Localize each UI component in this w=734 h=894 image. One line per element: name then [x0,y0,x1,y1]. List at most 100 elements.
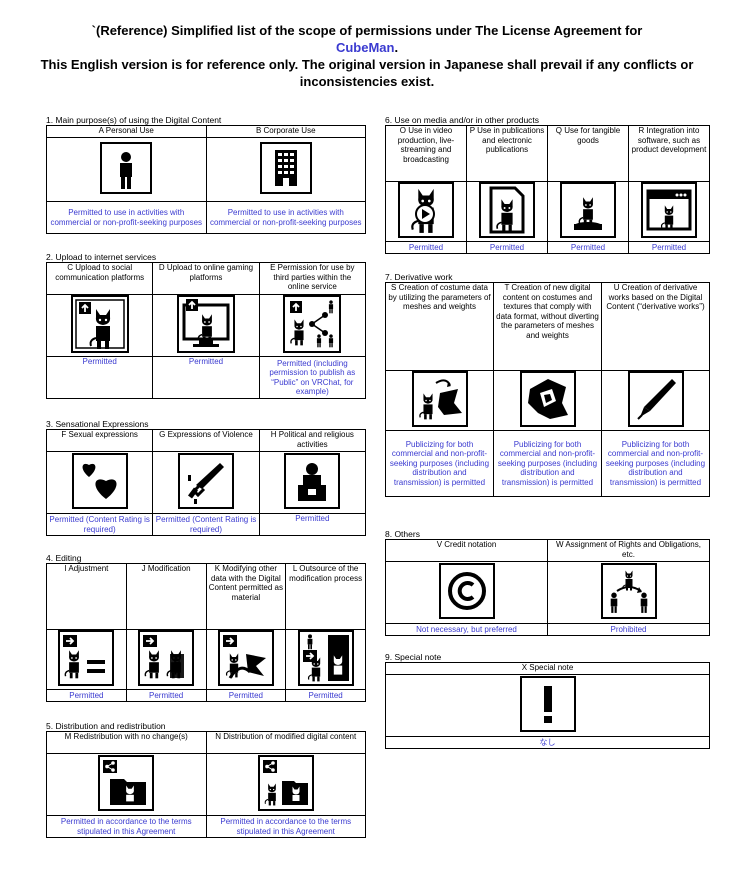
modification-icon [138,630,195,687]
publication-icon [479,182,535,239]
permission-table: C Upload to social communication platfor… [45,262,367,399]
video-icon [398,182,454,239]
permission-table: F Sexual expressions G Expressions of Vi… [45,429,367,536]
column-label: R Integration into software, such as pro… [628,125,710,182]
header-line1: `(Reference) Simplified list of the scop… [91,23,643,38]
section-title: 8. Others [385,529,420,539]
section-main-purpose: 1. Main purpose(s) of using the Digital … [46,115,366,234]
header-notice: This English version is for reference on… [40,57,694,89]
permission-table: V Credit notation W Assignment of Rights… [385,539,710,636]
permission-result: Permitted in accordance to the terms sti… [205,815,366,838]
section-title: 5. Distribution and redistribution [46,721,166,731]
copyright-icon [438,563,495,620]
column-label: B Corporate Use [205,125,366,138]
permission-result: Permitted [385,241,467,254]
person-icon [100,142,153,195]
column-label: U Creation of derivative works based on … [601,282,710,371]
column-label: I Adjustment [46,563,127,630]
distribute-modified-icon [257,755,314,812]
permission-result: Publicizing for both commercial and non-… [493,430,602,497]
figure-goods-icon [560,182,616,239]
section-title: 1. Main purpose(s) of using the Digital … [46,115,222,125]
section-title: 6. Use on media and/or in other products [385,115,540,125]
section-title: 7. Derivative work [385,272,453,282]
permission-result: Permitted [45,356,154,399]
permission-result: Permitted [628,241,710,254]
section-editing: 4. Editing I Adjustment J Modification K… [46,553,366,702]
column-label: H Political and religious activities [258,429,367,452]
column-label: N Distribution of modified digital conte… [205,731,366,754]
permission-result: Permitted [258,513,367,536]
column-label: Q Use for tangible goods [547,125,629,182]
column-label: L Outsource of the modification process [285,563,366,630]
permission-table: O Use in video production, live-streamin… [385,125,710,254]
exclamation-icon [519,676,576,733]
building-icon [259,142,312,195]
permission-result: Not necessary, but preferred [385,623,548,636]
section-media-use: 6. Use on media and/or in other products… [385,115,710,254]
column-label: K Modifying other data with the Digital … [205,563,287,630]
column-label: O Use in video production, live-streamin… [385,125,467,182]
permission-result: Permitted [46,689,127,702]
column-label: V Credit notation [385,539,548,562]
permission-result: Permitted (Content Rating is required) [45,513,154,536]
brand-suffix: . [394,40,399,55]
column-label: W Assignment of Rights and Obligations, … [547,539,710,562]
permission-result: Permitted [205,689,287,702]
section-upload-internet: 2. Upload to internet services C Upload … [45,252,367,399]
column-label: T Creation of new digital content on cos… [493,282,602,371]
outsource-icon [297,630,354,687]
knife-icon [177,453,234,510]
upload-gaming-icon [176,295,235,354]
rights-transfer-icon [600,563,657,620]
column-label: X Special note [385,662,710,675]
column-label: J Modification [125,563,207,630]
permission-result: Prohibited [547,623,710,636]
permission-result: Permitted [285,689,366,702]
section-distribution: 5. Distribution and redistribution M Red… [46,721,366,838]
pen-icon [627,371,684,428]
permission-result: Permitted to use in activities with comm… [46,201,207,234]
permission-result: Publicizing for both commercial and non-… [385,430,494,497]
column-label: G Expressions of Violence [152,429,260,452]
permission-table: A Personal Use B Corporate Use Permitted… [46,125,366,234]
column-label: C Upload to social communication platfor… [45,262,154,295]
software-window-icon [641,182,697,239]
section-special-note: 9. Special note X Special note なし [385,652,710,749]
permission-result: Permitted (including permission to publi… [258,356,367,399]
adjustment-icon [58,630,115,687]
podium-icon [284,453,341,510]
permission-table: M Redistribution with no change(s) N Dis… [46,731,366,838]
section-sensational-expressions: 3. Sensational Expressions F Sexual expr… [45,419,367,536]
permission-result: Permitted to use in activities with comm… [205,201,366,234]
column-label: F Sexual expressions [45,429,154,452]
permission-result: Permitted [125,689,207,702]
column-label: S Creation of costume data by utilizing … [385,282,494,371]
modify-other-data-icon [217,630,274,687]
permission-result: Permitted [466,241,548,254]
column-label: E Permission for use by third parties wi… [258,262,367,295]
permission-table: I Adjustment J Modification K Modifying … [46,563,366,702]
upload-social-icon [70,295,129,354]
section-title: 4. Editing [46,553,82,563]
permission-result: Permitted [152,356,260,399]
column-label: D Upload to online gaming platforms [152,262,260,295]
permission-result: Permitted (Content Rating is required) [152,513,260,536]
share-third-party-icon [283,295,342,354]
permission-table: S Creation of costume data by utilizing … [385,282,710,497]
column-label: P Use in publications and electronic pub… [466,125,548,182]
brand-link[interactable]: CubeMan [335,40,395,55]
costume-params-icon [411,371,468,428]
column-label: A Personal Use [46,125,207,138]
section-title: 2. Upload to internet services [46,252,157,262]
section-derivative-work: 7. Derivative work S Creation of costume… [385,272,710,497]
section-others: 8. Others V Credit notation W Assignment… [385,529,710,636]
section-title: 3. Sensational Expressions [46,419,149,429]
column-label: M Redistribution with no change(s) [46,731,207,754]
permission-result: Publicizing for both commercial and non-… [601,430,710,497]
permission-result: Permitted [547,241,629,254]
redistribute-icon [98,755,155,812]
costume-new-icon [519,371,576,428]
hearts-icon [71,453,128,510]
permission-result: なし [385,736,710,749]
